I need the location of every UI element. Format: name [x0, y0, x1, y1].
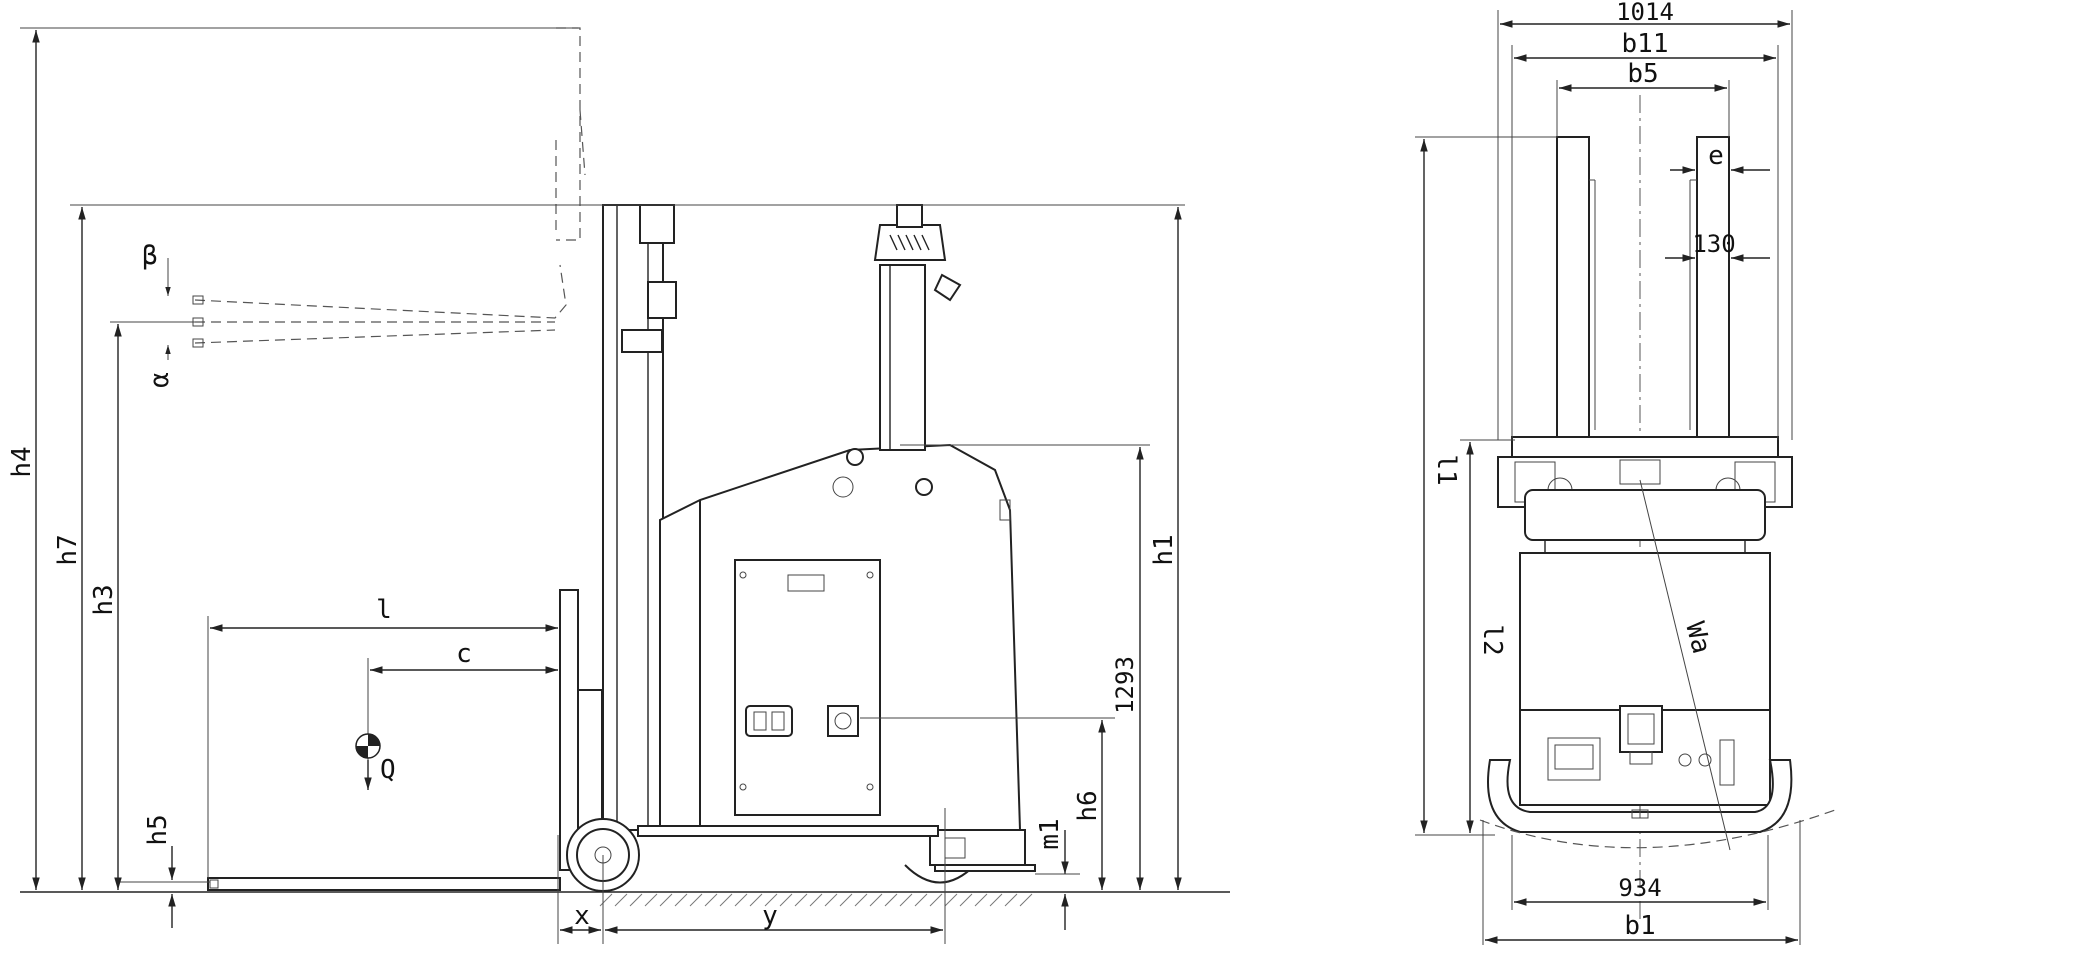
turning-radius-arc	[1479, 809, 1836, 849]
h5-label: h5	[143, 814, 173, 845]
y-label: y	[762, 901, 778, 931]
front-view: Wa 1014 b11 b5 e 130 l1 l2	[1415, 0, 1836, 945]
fork-carriage	[207, 589, 603, 891]
ground-hatch	[599, 893, 1033, 907]
wheelbase-value: 934	[1618, 874, 1661, 902]
b5-label: b5	[1627, 59, 1658, 89]
mast-extended-outline	[556, 27, 581, 241]
overhead-height-value: 1293	[1111, 656, 1139, 714]
l2-label: l2	[1477, 624, 1507, 655]
h3-label: h3	[89, 584, 119, 615]
overall-width-value: 1014	[1616, 0, 1674, 26]
c-label: c	[456, 639, 472, 669]
m1-label: m1	[1035, 818, 1065, 849]
rear-bumper	[1487, 759, 1793, 833]
fork-width-value: 130	[1692, 230, 1735, 258]
b11-label: b11	[1622, 29, 1669, 59]
side-view: h4 h7 h3 h1 1293 h6 m1 h5 β α l	[7, 27, 1230, 944]
left-fork	[1556, 136, 1590, 438]
truck-body	[659, 443, 1022, 831]
x-label: x	[574, 901, 590, 931]
h6-label: h6	[1073, 790, 1103, 821]
fork-raised-tilt-down	[194, 329, 556, 344]
beta-label: β	[142, 241, 158, 271]
l1-label: l1	[1431, 454, 1461, 485]
b1-label: b1	[1624, 911, 1655, 941]
h7-label: h7	[53, 534, 83, 565]
steering-column	[873, 204, 962, 451]
steering-head	[1619, 705, 1663, 753]
h4-label: h4	[7, 446, 37, 477]
wa-radius-line	[1639, 479, 1731, 851]
drive-wheel	[904, 829, 1036, 884]
l-label: l	[376, 595, 392, 625]
base-legs	[1524, 489, 1766, 541]
display-screen	[1547, 737, 1601, 781]
fork-raised-tilt-up	[194, 264, 567, 319]
e-label: e	[1708, 141, 1724, 171]
alpha-label: α	[145, 372, 175, 388]
load-label-q: Q	[380, 755, 396, 785]
right-fork	[1696, 136, 1730, 438]
carriage-plate	[1511, 436, 1779, 458]
load-center-symbol	[355, 733, 381, 790]
h1-label: h1	[1149, 534, 1179, 565]
base-rail	[637, 825, 939, 837]
